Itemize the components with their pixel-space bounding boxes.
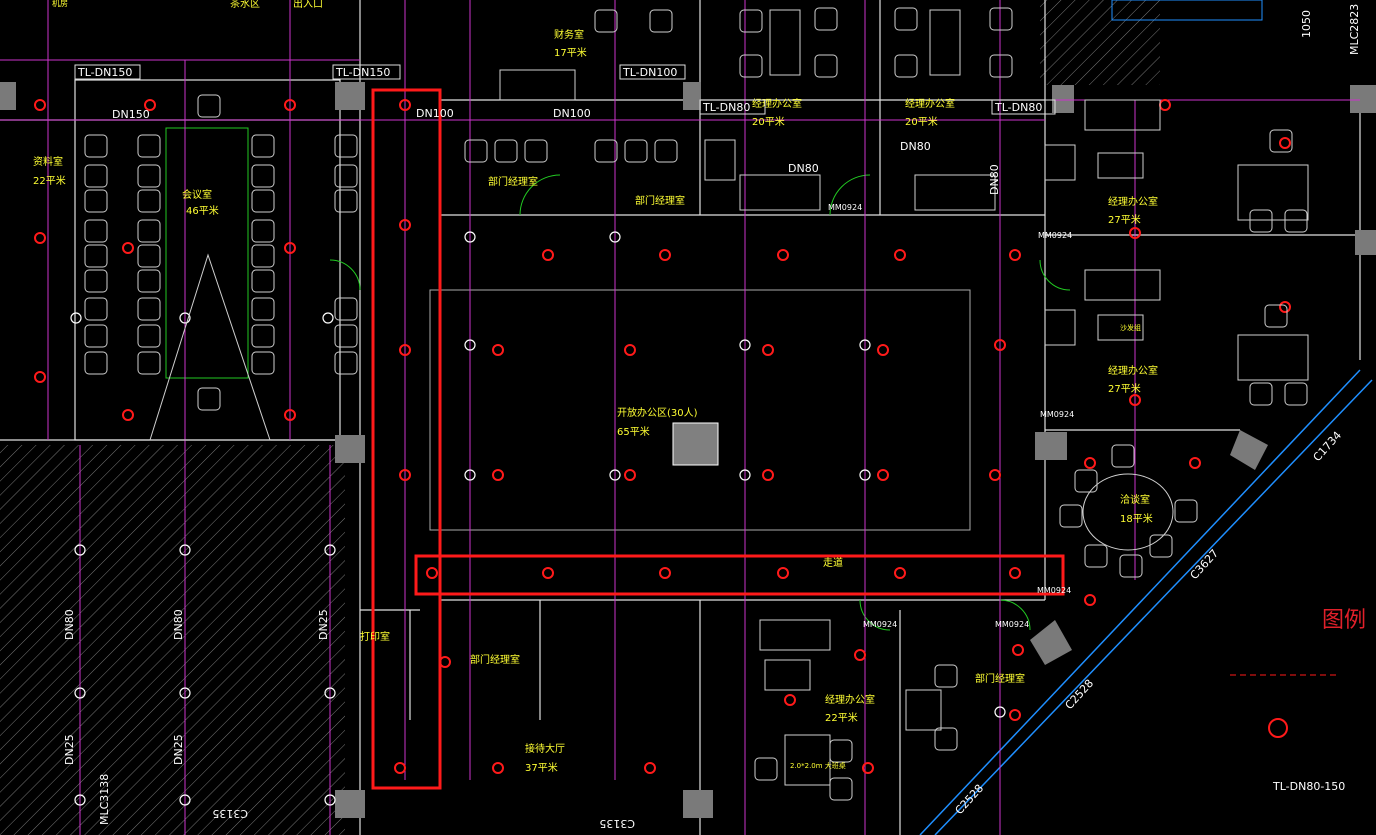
pipe-tag: TL-DN150 [335, 66, 390, 79]
pipe-size: DN25 [63, 734, 76, 765]
desk-label: 2.0*2.0m 大班桌 [790, 761, 846, 770]
door-mark: MM0924 [1037, 586, 1071, 595]
room-name: 经理办公室 [752, 97, 802, 110]
room-name: 财务室 [554, 28, 584, 41]
pipe-tags: TL-DN150 TL-DN150 TL-DN100 TL-DN80 TL-DN… [74, 64, 1345, 793]
window-mark: C3627 [1188, 547, 1222, 582]
pipe-tag: TL-DN80 [702, 101, 750, 114]
legend-title: 图例 [1322, 608, 1366, 633]
room-name: 部门经理室 [975, 672, 1025, 685]
area-label: 茶水区 [230, 0, 260, 10]
room-name: 资料室 [33, 155, 63, 168]
misc-labels: 茶水区 出入口 1050 2.0*2.0m 大班桌 沙发组 机房 [52, 0, 1313, 770]
room-area: 17平米 [554, 46, 587, 59]
room-area: 20平米 [905, 115, 938, 128]
room-area: 22平米 [33, 174, 66, 187]
doors [329, 174, 1071, 631]
room-name: 部门经理室 [470, 653, 520, 666]
window-mark: C1734 [1311, 429, 1345, 464]
room-name: 走道 [823, 556, 843, 569]
area-label: 出入口 [293, 0, 323, 10]
room-label: 机房 [52, 0, 68, 8]
pipe-size: DN80 [988, 164, 1001, 195]
window-mark: MLC3138 [98, 774, 111, 825]
room-name: 部门经理室 [488, 175, 538, 188]
pipe-tag: TL-DN150 [77, 66, 132, 79]
room-area: 27平米 [1108, 382, 1141, 395]
pipe-sizes: DN150 DN100 DN100 DN80 DN80 DN80 DN80 DN… [63, 107, 1001, 765]
room-area: 20平米 [752, 115, 785, 128]
room-area: 46平米 [186, 204, 219, 217]
window-mark: C3135 [599, 817, 635, 830]
room-name: 洽谈室 [1120, 493, 1150, 506]
conference-table [165, 127, 249, 379]
glazing [919, 369, 1373, 835]
window-mark: MLC2823 [1348, 4, 1361, 55]
pipe-size: DN80 [172, 609, 185, 640]
pipe-size: DN25 [172, 734, 185, 765]
room-labels: 财务室 17平米 经理办公室 20平米 经理办公室 20平米 资料室 22平米 … [33, 28, 1158, 774]
projector-beam [149, 253, 271, 441]
room-name: 经理办公室 [1108, 195, 1158, 208]
pipe-tag: TL-DN80 [994, 101, 1042, 114]
window-mark: C3135 [212, 807, 248, 820]
columns [0, 82, 1376, 818]
pipe-nodes [70, 231, 1006, 806]
highlight-corridor-horizontal [414, 554, 1065, 596]
hatched-area-top-right [1040, 0, 1160, 85]
pipe-size: DN25 [317, 609, 330, 640]
room-name: 部门经理室 [635, 194, 685, 207]
pipe-size: DN100 [553, 107, 591, 120]
room-area: 22平米 [825, 711, 858, 724]
door-mark: MM0924 [1040, 410, 1074, 419]
room-name: 会议室 [182, 188, 212, 201]
room-name: 经理办公室 [825, 693, 875, 706]
pipe-size: DN80 [900, 140, 931, 153]
room-name: 经理办公室 [1108, 364, 1158, 377]
door-mark: MM0924 [863, 620, 897, 629]
dimension-label: 1050 [1300, 10, 1313, 38]
highlight-corridor-vertical [371, 88, 442, 790]
door-marks: MM0924 MM0924 MM0924 MM0924 MM0924 MM092… [828, 203, 1074, 629]
pipe-size: DN80 [63, 609, 76, 640]
window-mark: C2528 [1063, 677, 1097, 712]
room-name: 经理办公室 [905, 97, 955, 110]
door-mark: MM0924 [995, 620, 1029, 629]
room-name: 打印室 [360, 630, 390, 643]
open-office-print-station [672, 422, 719, 466]
hatched-area-lower-left [0, 445, 345, 835]
furniture [499, 9, 1309, 786]
open-office-outline [429, 289, 971, 531]
pipe-size: DN150 [112, 108, 150, 121]
door-mark: MM0924 [1038, 231, 1072, 240]
meeting-table-oval [1082, 473, 1174, 551]
room-area: 18平米 [1120, 512, 1153, 525]
pipe-tag: TL-DN100 [622, 66, 677, 79]
pipe-size: DN100 [416, 107, 454, 120]
room-name: 接待大厅 [525, 742, 565, 755]
pipe-size: DN80 [788, 162, 819, 175]
stair-block [1111, 0, 1263, 21]
room-area: 27平米 [1108, 213, 1141, 226]
pipe-tag: TL-DN80-150 [1272, 780, 1345, 793]
window-mark: C2528 [953, 782, 987, 817]
chairs [84, 7, 1308, 801]
room-area: 65平米 [617, 425, 650, 438]
room-area: 37平米 [525, 761, 558, 774]
room-name: 开放办公区(30人) [617, 406, 698, 419]
door-mark: MM0924 [828, 203, 862, 212]
sofa-label: 沙发组 [1120, 323, 1141, 332]
